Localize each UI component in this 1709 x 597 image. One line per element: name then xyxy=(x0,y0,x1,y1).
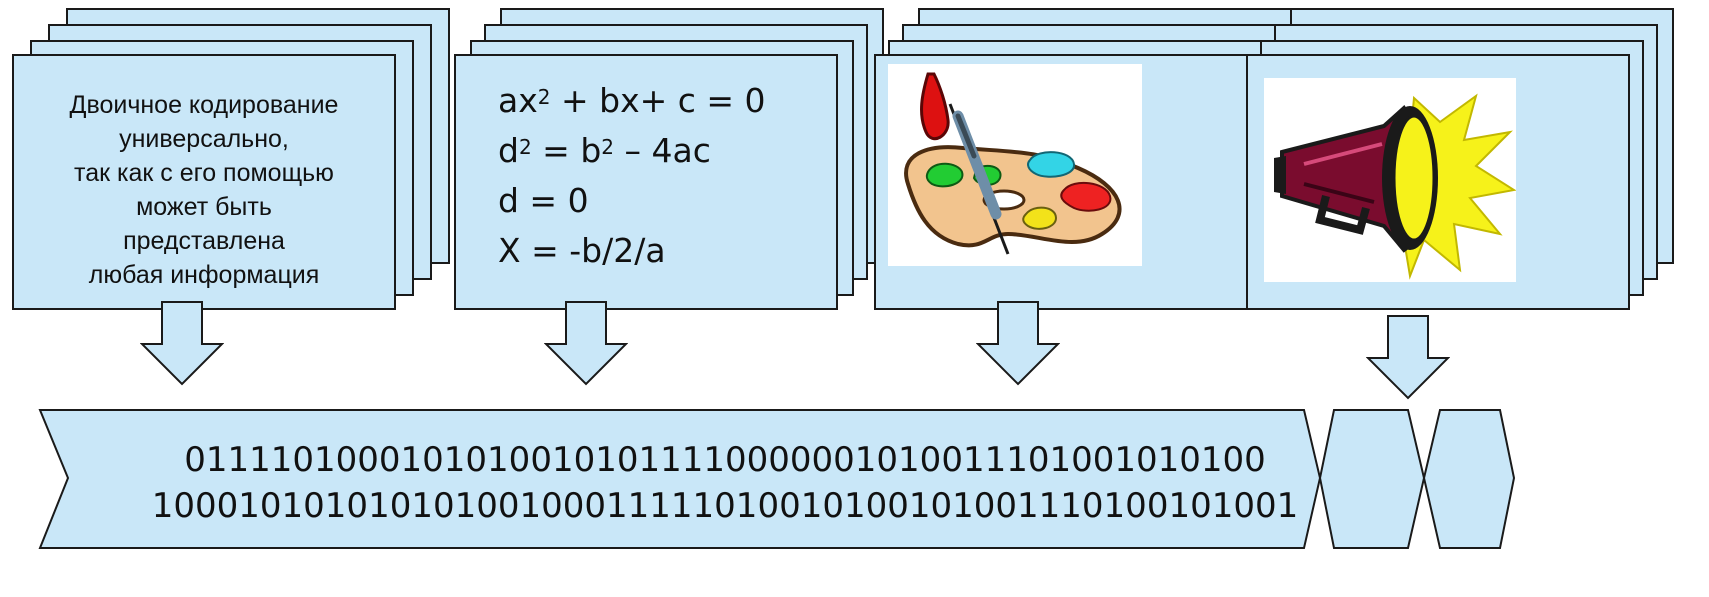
picture-frame xyxy=(1264,78,1517,282)
formula-line: d = 0 xyxy=(498,176,878,226)
down-arrow-icon xyxy=(544,301,628,386)
formula-text: – 4ac xyxy=(614,131,711,170)
binary-code-line: 0111101000101010010101111000000101001110… xyxy=(184,440,1266,480)
down-arrow-icon xyxy=(140,301,224,386)
binary-code-line: 1000101010101010010001111101001010010100… xyxy=(151,486,1299,526)
statement-line: любая информация xyxy=(88,261,320,289)
picture-frame xyxy=(888,64,1142,266)
card-front xyxy=(12,54,396,310)
paint-palette-icon xyxy=(904,72,1122,255)
universality-statement: Двоичное кодирование универсально, так к… xyxy=(12,62,396,318)
formula-exponent: 2 xyxy=(518,135,532,159)
formula-text: ax xyxy=(498,81,538,120)
formula-line: d2 = b2 – 4ac xyxy=(498,126,878,176)
down-arrow-icon xyxy=(976,301,1060,386)
card-front xyxy=(454,54,838,310)
statement-line: универсально, xyxy=(119,125,289,153)
formula-text: X = -b/2/a xyxy=(498,231,666,270)
megaphone-icon xyxy=(1274,93,1517,280)
formula-text: + bx+ c = 0 xyxy=(550,81,766,120)
down-arrow-icon xyxy=(1366,315,1450,400)
formula-line: ax2 + bx+ c = 0 xyxy=(498,76,878,126)
formula-exponent: 2 xyxy=(537,85,551,109)
formula-text: d xyxy=(498,131,519,170)
statement-line: представлена xyxy=(123,227,285,255)
formula-text: d = 0 xyxy=(498,181,589,220)
statement-line: может быть xyxy=(136,193,272,221)
formula-exponent: 2 xyxy=(601,135,614,159)
formula-text: = b xyxy=(531,131,602,170)
statement-line: Двоичное кодирование xyxy=(69,91,339,119)
formula-line: X = -b/2/a xyxy=(498,226,878,276)
statement-line: так как с его помощью xyxy=(74,159,334,187)
